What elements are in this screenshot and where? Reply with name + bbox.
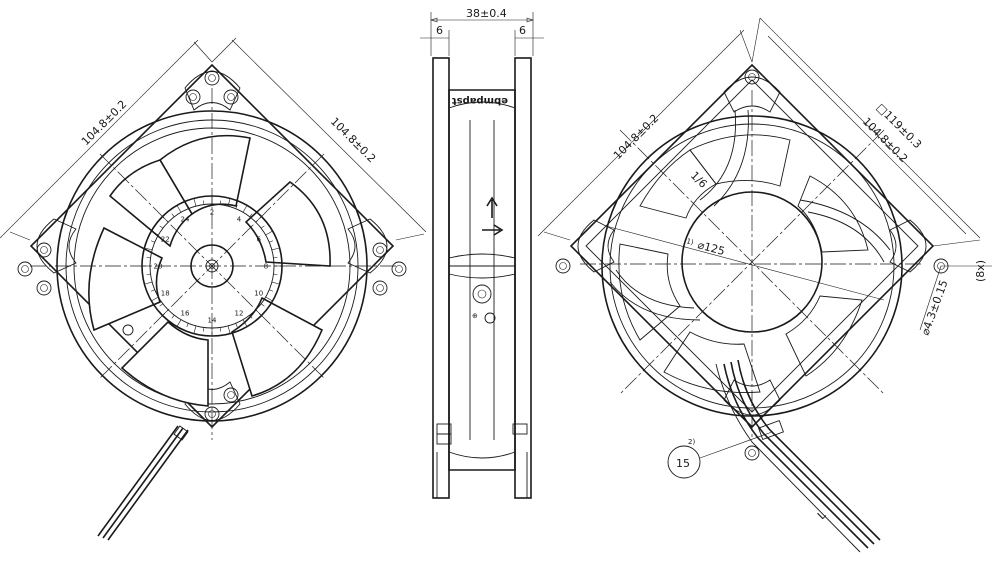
hub-scale-tick: [269, 289, 274, 292]
hub-scale-tick: [144, 281, 153, 285]
svg-text:⊕: ⊕: [472, 312, 478, 320]
rear-hole-label: ⌀4.3±0.15: [919, 278, 951, 337]
front-corner-pads: [36, 71, 388, 421]
rear-view: 15 2) 104.8±0.2 104.8±0.2 □119±0.3 1/6 1…: [537, 17, 992, 553]
hub-scale-label: 16: [181, 309, 190, 317]
hub-scale-tick: [265, 230, 273, 236]
hub-scale-label: 6: [257, 236, 262, 244]
side-left-flange: [432, 57, 450, 499]
rear-struts: [609, 109, 891, 321]
hub-scale-tick: [227, 198, 231, 207]
hub-scale-tick: [227, 325, 231, 334]
rear-hole-count: (8x): [974, 260, 987, 282]
rear-diameter-line: [605, 225, 885, 301]
hub-scale-label: 22: [161, 236, 170, 244]
hub-scale-tick: [150, 289, 155, 292]
hub-scale-tick: [271, 281, 280, 285]
hub-scale-tick: [159, 225, 163, 229]
hub-scale-tick: [146, 273, 151, 275]
rear-dimension-lines: [537, 17, 992, 331]
airflow-arrow-icon: [486, 196, 498, 218]
hub-scale-tick: [273, 273, 278, 275]
hub-scale-tick: [176, 205, 182, 213]
front-blades: [88, 134, 331, 407]
side-dimension-lines: [420, 12, 544, 56]
hub-scale-tick: [203, 327, 205, 332]
hub-scale-tick: [193, 325, 197, 334]
hub-scale-tick: [242, 205, 248, 213]
hub-scale-tick: [261, 225, 265, 229]
side-brand-label: ebmpapst: [452, 95, 508, 106]
rear-cable: [715, 359, 881, 553]
hub-scale-tick: [219, 327, 221, 332]
side-flange-left: 6: [436, 24, 443, 37]
hub-scale-tick: [269, 240, 274, 243]
side-flange-right: 6: [519, 24, 526, 37]
hub-scale-tick: [271, 247, 280, 251]
hub-scale-label: 10: [254, 290, 263, 298]
rotation-arrow-icon: [482, 224, 504, 236]
rear-callout-number: 15: [676, 457, 690, 470]
rear-blades: [618, 134, 869, 393]
hub-scale-tick: [265, 296, 273, 302]
rear-diameter-note: 1): [685, 237, 694, 247]
hub-scale-tick: [186, 323, 189, 328]
rear-frame-dim-a: 104.8±0.2: [611, 112, 661, 162]
rear-mounting-holes: [555, 69, 949, 461]
side-right-flange: [514, 57, 532, 499]
hub-scale-tick: [219, 200, 221, 205]
rear-hub-mark: 1/6: [688, 169, 710, 191]
hub-scale-tick: [159, 303, 163, 307]
hub-scale-label: 18: [161, 290, 170, 298]
front-label-dot: [122, 324, 134, 336]
hub-scale-tick: [150, 240, 155, 243]
hub-scale-tick: [144, 247, 153, 251]
hub-scale-tick: [176, 319, 182, 327]
side-body: [448, 89, 516, 471]
hub-scale-tick: [242, 319, 248, 327]
hub-scale-label: 2: [210, 209, 214, 217]
rear-callout-bubble: [667, 445, 701, 479]
hub-scale-label: 24: [181, 216, 190, 224]
rear-diameter-label: ⌀125: [696, 238, 726, 258]
rear-cable-length: L: [815, 508, 829, 522]
side-hub-mark: [472, 284, 492, 304]
hub-scale-tick: [235, 204, 238, 209]
hub-scale-tick: [171, 315, 175, 319]
hub-scale-tick: [261, 303, 265, 307]
side-overall-width: 38±0.4: [466, 7, 507, 20]
hub-scale-tick: [151, 230, 159, 236]
hub-scale-tick: [151, 296, 159, 302]
front-frame-dim-b: 104.8±0.2: [328, 115, 378, 165]
hub-scale-tick: [186, 204, 189, 209]
hub-scale-label: 12: [235, 309, 244, 317]
hub-scale-label: 20: [154, 263, 163, 271]
side-view: ⊕ ebmpapst 38±0.4 6 6: [420, 7, 544, 499]
hub-scale-tick: [193, 198, 197, 207]
hub-scale-label: 8: [264, 263, 268, 271]
hub-scale-tick: [171, 213, 175, 217]
hub-scale-tick: [235, 323, 238, 328]
front-dimension-lines: [0, 37, 427, 241]
hub-scale-tick: [203, 200, 205, 205]
hub-scale-tick: [273, 257, 278, 259]
hub-scale-tick: [249, 315, 253, 319]
rear-callout-note: 2): [688, 438, 695, 446]
hub-scale-tick: [146, 257, 151, 259]
front-cable: [97, 425, 189, 541]
hub-scale-label: 4: [237, 216, 242, 224]
hub-scale-tick: [249, 213, 253, 217]
